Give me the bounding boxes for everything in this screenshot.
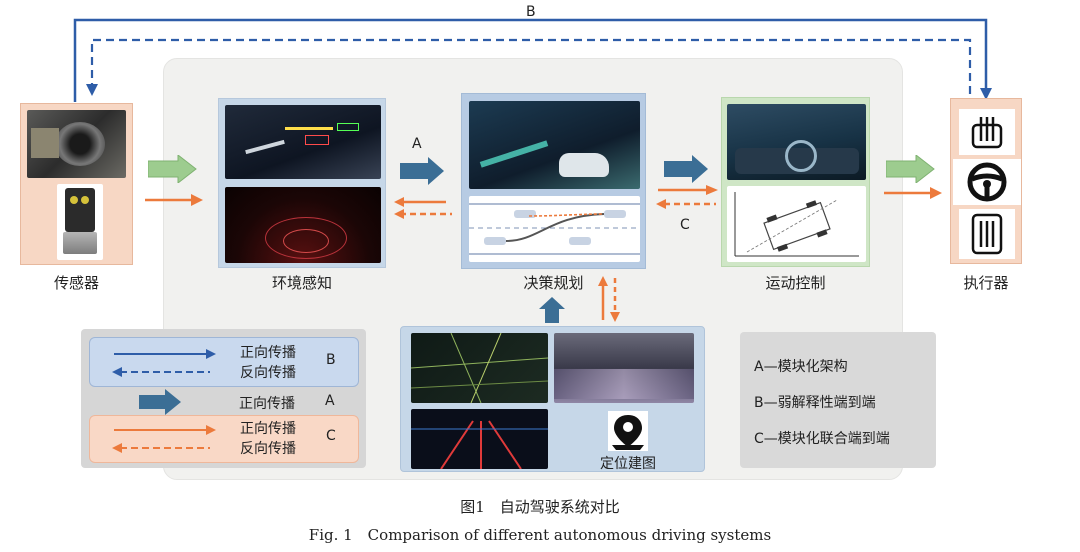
- key-a: A—模块化架构: [754, 359, 848, 375]
- perception-label: 环境感知: [271, 274, 332, 292]
- legend-panel: 正向传播 反向传播 B 正向传播 A 正向传播 反向传播 C: [81, 329, 366, 468]
- cockpit-image: [727, 104, 866, 180]
- control-label: 运动控制: [765, 274, 826, 292]
- blue-arrow-up-localization: [539, 297, 565, 323]
- legend-b-row: 正向传播 反向传播 B: [89, 337, 359, 387]
- steering-wheel-icon: [953, 159, 1021, 205]
- planning-label: 决策规划: [523, 274, 584, 292]
- blue-arrow-a: [400, 157, 444, 185]
- green-arrow-2: [886, 155, 935, 183]
- legend-c-backward: 反向传播: [240, 441, 296, 457]
- legend-b-tag: B: [326, 352, 336, 368]
- localization-map-image-2: [554, 333, 694, 403]
- key-panel: A—模块化架构 B—弱解释性端到端 C—模块化联合端到端: [740, 332, 936, 468]
- legend-c-arrows: [112, 425, 216, 453]
- b-forward-arrowhead: [980, 88, 992, 100]
- key-b: B—弱解释性端到端: [754, 395, 876, 411]
- actuators-box: [950, 98, 1022, 264]
- planning-trajectory-image: [469, 196, 640, 262]
- localization-map-image-3: [411, 409, 548, 469]
- legend-c-row: 正向传播 反向传播 C: [89, 415, 359, 463]
- orange-arrows-localization: [598, 276, 620, 322]
- camera-image: [27, 110, 126, 178]
- b-backward-line: [90, 38, 972, 94]
- sensors-label: 传感器: [53, 274, 99, 292]
- planning-scene-image: [469, 101, 640, 189]
- legend-c-forward: 正向传播: [240, 421, 296, 437]
- perception-lidar-image: [225, 187, 381, 263]
- green-arrow-1: [148, 155, 197, 183]
- legend-b-backward: 反向传播: [240, 365, 296, 381]
- b-backward-arrowhead: [86, 84, 98, 96]
- orange-arrows-planning-control: [656, 185, 718, 209]
- actuators-label: 执行器: [963, 274, 1009, 292]
- legend-c-tag: C: [326, 428, 336, 444]
- brake-pedal-icon: [959, 209, 1015, 259]
- legend-a-tag: A: [325, 393, 335, 409]
- blue-arrow-planning-control: [664, 155, 708, 183]
- perception-camera-image: [225, 105, 381, 179]
- b-forward-line: [73, 18, 988, 102]
- caption-cn: 图1 自动驾驶系统对比: [460, 498, 620, 516]
- planning-box: [461, 93, 646, 269]
- localization-map-image-1: [411, 333, 548, 403]
- perception-box: [218, 98, 386, 268]
- legend-a-arrow: [139, 389, 181, 415]
- legend-b-arrows: [112, 349, 216, 377]
- lidar-image: [57, 184, 103, 260]
- control-box: [721, 97, 870, 267]
- key-c: C—模块化联合端到端: [754, 431, 890, 447]
- orange-arrow-1: [145, 194, 203, 206]
- flow-label-a: A: [412, 136, 422, 152]
- throttle-pedal-icon: [959, 109, 1015, 155]
- caption-en: Fig. 1 Comparison of different autonomou…: [308, 526, 772, 544]
- localization-label: 定位建图: [600, 456, 656, 472]
- vehicle-kinematics-image: [727, 186, 866, 262]
- top-arrow-label: B: [526, 4, 536, 20]
- localization-box: 定位建图: [400, 326, 705, 472]
- orange-arrows-perception-planning: [394, 197, 452, 219]
- legend-b-forward: 正向传播: [240, 345, 296, 361]
- sensors-box: [20, 103, 133, 265]
- orange-arrow-2: [884, 187, 942, 199]
- flow-label-c: C: [680, 217, 690, 233]
- legend-a-forward: 正向传播: [239, 396, 295, 412]
- map-pin-icon: [608, 411, 648, 451]
